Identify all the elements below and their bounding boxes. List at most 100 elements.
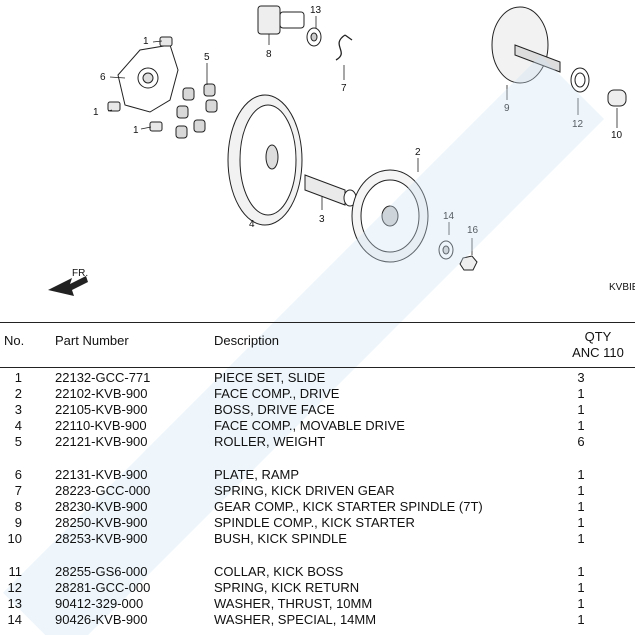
table-row: 2 22102-KVB-900 FACE COMP., DRIVE 1 (0, 386, 635, 402)
quantity: 3 (577, 370, 585, 385)
front-arrow-label: FR. (72, 268, 88, 279)
row-number: 13 (7, 596, 22, 611)
special-washer-part (438, 240, 454, 260)
part-number: 28253-KVB-900 (55, 531, 148, 546)
ramp-plate-part (117, 44, 179, 113)
part-number: 22131-KVB-900 (55, 467, 148, 482)
quantity: 1 (577, 418, 585, 433)
description: SPRING, KICK RETURN (214, 580, 360, 595)
callout-12: 12 (572, 119, 584, 130)
callout-7: 7 (341, 83, 347, 94)
header-no: No. (4, 333, 25, 348)
callout-8: 8 (266, 49, 272, 60)
quantity: 1 (577, 467, 585, 482)
callout-4: 4 (249, 219, 255, 230)
quantity: 1 (577, 515, 585, 530)
row-number: 1 (14, 370, 22, 385)
quantity: 1 (577, 531, 585, 546)
part-number: 22121-KVB-900 (55, 434, 148, 449)
part-number: 90412-329-000 (55, 596, 144, 611)
callout-3: 3 (319, 214, 325, 225)
callout-1a: 1 (143, 36, 149, 47)
weight-roller-parts (175, 83, 218, 139)
quantity: 1 (577, 402, 585, 417)
diagram-code: KVBIE (609, 282, 635, 293)
drive-face-part (351, 169, 429, 263)
callout-1b: 1 (93, 107, 99, 118)
quantity: 1 (577, 499, 585, 514)
kick-spindle-part (491, 6, 561, 84)
row-number: 6 (14, 467, 22, 482)
description: FACE COMP., DRIVE (214, 386, 340, 401)
callout-1c: 1 (133, 125, 139, 136)
table-row: 4 22110-KVB-900 FACE COMP., MOVABLE DRIVE 1 (0, 418, 635, 434)
part-number: 28223-GCC-000 (55, 483, 151, 498)
part-number: 22102-KVB-900 (55, 386, 148, 401)
front-arrow-icon: FR. (48, 268, 88, 296)
callout-6: 6 (100, 72, 106, 83)
table-row: 5 22121-KVB-900 ROLLER, WEIGHT 6 (0, 434, 635, 450)
table-row: 1 22132-GCC-771 PIECE SET, SLIDE 3 (0, 370, 635, 386)
description: ROLLER, WEIGHT (214, 434, 326, 449)
quantity: 1 (577, 483, 585, 498)
description: PIECE SET, SLIDE (214, 370, 326, 385)
description: COLLAR, KICK BOSS (214, 564, 344, 579)
quantity: 1 (577, 580, 585, 595)
nut-part (459, 255, 478, 271)
quantity: 1 (577, 596, 585, 611)
part-number: 28230-KVB-900 (55, 499, 148, 514)
description: GEAR COMP., KICK STARTER SPINDLE (7T) (214, 499, 483, 514)
row-number: 11 (8, 564, 23, 579)
movable-drive-face-part (227, 94, 303, 226)
quantity: 6 (577, 434, 585, 449)
row-number: 7 (14, 483, 22, 498)
callout-10: 10 (611, 130, 623, 141)
description: BUSH, KICK SPINDLE (214, 531, 347, 546)
table-row: 13 90412-329-000 WASHER, THRUST, 10MM 1 (0, 596, 635, 612)
table-header: No. Part Number Description QTY ANC 110 (0, 322, 635, 368)
exploded-parts-diagram: FR. 1 1 1 5 6 8 13 7 9 12 10 4 3 2 14 16… (48, 5, 635, 296)
callout-16: 16 (467, 225, 479, 236)
part-number: 22132-GCC-771 (55, 370, 151, 385)
description: WASHER, SPECIAL, 14MM (214, 612, 377, 627)
description: WASHER, THRUST, 10MM (214, 596, 373, 611)
table-row: 10 28253-KVB-900 BUSH, KICK SPINDLE 1 (0, 531, 635, 547)
quantity: 1 (577, 612, 585, 627)
header-qty: QTY (584, 329, 612, 344)
header-model: ANC 110 (572, 345, 624, 360)
description: FACE COMP., MOVABLE DRIVE (214, 418, 405, 433)
row-number: 4 (14, 418, 22, 433)
row-number: 3 (14, 402, 22, 417)
callout-5: 5 (204, 52, 210, 63)
kick-spindle-bush-part (607, 89, 627, 107)
header-part-number: Part Number (55, 333, 129, 348)
quantity: 1 (577, 386, 585, 401)
table-row: 6 22131-KVB-900 PLATE, RAMP 1 (0, 467, 635, 483)
part-number: 22110-KVB-900 (55, 418, 147, 433)
kick-return-spring-part (570, 67, 590, 93)
description: BOSS, DRIVE FACE (214, 402, 335, 417)
table-row: 14 90426-KVB-900 WASHER, SPECIAL, 14MM 1 (0, 612, 635, 628)
row-number: 5 (14, 434, 22, 449)
part-number: 90426-KVB-900 (55, 612, 148, 627)
description: PLATE, RAMP (214, 467, 300, 482)
row-number: 9 (14, 515, 22, 530)
row-number: 2 (14, 386, 22, 401)
callout-13: 13 (310, 5, 322, 16)
row-number: 14 (7, 612, 22, 627)
callout-14: 14 (443, 211, 455, 222)
row-number: 10 (7, 531, 22, 546)
part-number: 28281-GCC-000 (55, 580, 151, 595)
slide-piece-parts (107, 36, 173, 132)
parts-table: No. Part Number Description QTY ANC 110 … (0, 322, 635, 635)
callout-9: 9 (504, 103, 510, 114)
drive-face-boss-part (304, 174, 357, 207)
kick-driven-gear-spring-part (335, 34, 353, 61)
quantity: 1 (577, 564, 585, 579)
header-description: Description (214, 333, 280, 348)
